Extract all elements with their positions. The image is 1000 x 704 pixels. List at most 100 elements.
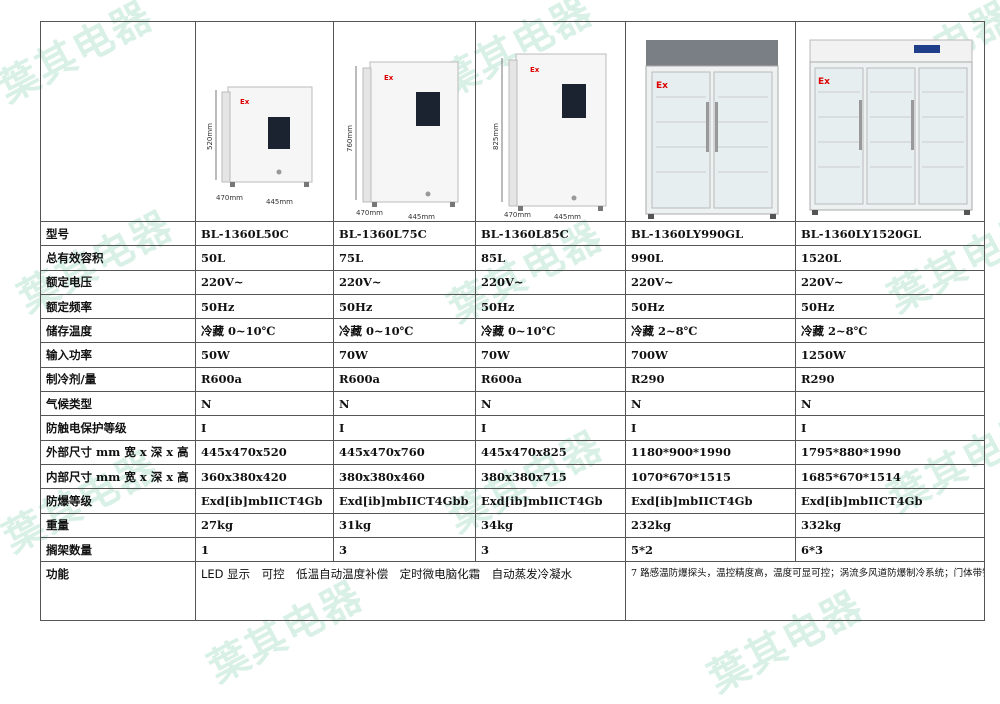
row-label: 重量 xyxy=(40,512,196,538)
product-image-990l: Ex xyxy=(645,40,779,219)
function-large-units: 7 路感温防爆探头，温控精度高，温度可显可控；涡流多风道防爆制冷系统；门体带锁；… xyxy=(625,561,985,622)
spec-value-cell: I xyxy=(333,415,476,441)
dim-height-label: 520mm xyxy=(206,123,214,150)
row-label: 制冷剂/量 xyxy=(40,366,196,393)
dim-height-label: 760mm xyxy=(346,125,354,152)
dim-depth-label: 470mm xyxy=(356,209,383,217)
spec-value-cell: I xyxy=(795,415,985,441)
spec-value-cell: R600a xyxy=(333,366,476,393)
spec-value-cell: 50Hz xyxy=(475,293,626,320)
spec-value-cell: 220V~ xyxy=(475,269,626,295)
row-label: 内部尺寸 mm 宽 x 深 x 高 xyxy=(40,463,196,490)
spec-value-cell: 445x470x825 xyxy=(475,439,626,465)
ex-mark: Ex xyxy=(384,74,394,82)
spec-value-cell: 27kg xyxy=(195,512,334,538)
spec-value-cell: 50Hz xyxy=(795,293,985,320)
spec-value-cell: 700W xyxy=(625,342,796,368)
spec-value-cell: N xyxy=(195,391,334,417)
spec-value-cell: R600a xyxy=(475,366,626,393)
empty-corner-cell xyxy=(40,21,196,222)
spec-value-cell: 冷藏 2~8℃ xyxy=(625,318,796,344)
spec-value-cell: 1795*880*1990 xyxy=(795,439,985,465)
dim-depth-label: 470mm xyxy=(504,211,531,219)
row-label: 外部尺寸 mm 宽 x 深 x 高 xyxy=(40,439,196,465)
spec-value-cell: N xyxy=(625,391,796,417)
spec-value-cell: I xyxy=(475,415,626,441)
row-label: 搁架数量 xyxy=(40,536,196,563)
fridge-illustration xyxy=(221,86,313,187)
spec-value-cell: BL-1360L50C xyxy=(195,220,334,247)
spec-value-cell: I xyxy=(625,415,796,441)
spec-value-cell: 冷藏 2~8℃ xyxy=(795,318,985,344)
product-image-cell: Ex xyxy=(625,21,796,222)
dim-width-label: 445mm xyxy=(408,213,435,221)
row-label: 防触电保护等级 xyxy=(40,415,196,441)
spec-value-cell: 1070*670*1515 xyxy=(625,463,796,490)
spec-value-cell: BL-1360LY990GL xyxy=(625,220,796,247)
row-label: 额定电压 xyxy=(40,269,196,295)
spec-value-cell: 380x380x460 xyxy=(333,463,476,490)
spec-value-cell: I xyxy=(195,415,334,441)
product-image-75l: Ex 760mm 470mm 445mm xyxy=(346,61,459,221)
spec-value-cell: N xyxy=(475,391,626,417)
spec-value-cell: N xyxy=(795,391,985,417)
fridge-illustration xyxy=(362,61,459,207)
spec-value-cell: 75L xyxy=(333,245,476,271)
spec-value-cell: 220V~ xyxy=(195,269,334,295)
spec-value-cell: 220V~ xyxy=(795,269,985,295)
row-label: 防爆等级 xyxy=(40,488,196,514)
spec-value-cell: 50W xyxy=(195,342,334,368)
spec-value-cell: 332kg xyxy=(795,512,985,538)
spec-value-cell: 冷藏 0~10℃ xyxy=(195,318,334,344)
spec-value-cell: Exd[ib]mbIICT4Gb xyxy=(195,488,334,514)
spec-value-cell: 1520L xyxy=(795,245,985,271)
spec-value-cell: 1180*900*1990 xyxy=(625,439,796,465)
spec-value-cell: 3 xyxy=(333,536,476,563)
spec-value-cell: 380x380x715 xyxy=(475,463,626,490)
spec-value-cell: BL-1360L85C xyxy=(475,220,626,247)
spec-value-cell: 1685*670*1514 xyxy=(795,463,985,490)
spec-value-cell: Exd[ib]mbIICT4Gbb xyxy=(333,488,476,514)
product-image-cell: Ex xyxy=(795,21,985,222)
spec-value-cell: 34kg xyxy=(475,512,626,538)
row-label: 储存温度 xyxy=(40,318,196,344)
spec-value-cell: R600a xyxy=(195,366,334,393)
function-small-units: LED 显示 可控 低温自动温度补偿 定时微电脑化霜 自动蒸发冷凝水 xyxy=(195,561,626,622)
spec-value-cell: 3 xyxy=(475,536,626,563)
product-image-85l: Ex 825mm 470mm 445mm xyxy=(492,53,607,221)
ex-mark: Ex xyxy=(240,98,250,106)
spec-value-cell: 360x380x420 xyxy=(195,463,334,490)
spec-value-cell: 70W xyxy=(475,342,626,368)
spec-value-cell: R290 xyxy=(625,366,796,393)
row-label: 功能 xyxy=(40,561,196,622)
product-image-cell: Ex 520mm 470mm 445mm xyxy=(195,21,334,222)
ex-mark: Ex xyxy=(818,77,830,87)
spec-value-cell: 50L xyxy=(195,245,334,271)
spec-value-cell: 冷藏 0~10℃ xyxy=(475,318,626,344)
spec-value-cell: 5*2 xyxy=(625,536,796,563)
spec-value-cell: 445x470x760 xyxy=(333,439,476,465)
spec-value-cell: 50Hz xyxy=(195,293,334,320)
spec-value-cell: R290 xyxy=(795,366,985,393)
function-row: 功能 LED 显示 可控 低温自动温度补偿 定时微电脑化霜 自动蒸发冷凝水 7 … xyxy=(40,561,985,622)
dim-height-label: 825mm xyxy=(492,123,500,150)
spec-value-cell: 50Hz xyxy=(333,293,476,320)
ex-mark: Ex xyxy=(530,66,540,74)
spec-value-cell: 31kg xyxy=(333,512,476,538)
product-image-50l: Ex 520mm 470mm 445mm xyxy=(206,86,313,206)
spec-value-cell: 85L xyxy=(475,245,626,271)
product-image-1520l: Ex xyxy=(809,39,973,215)
spec-value-cell: 6*3 xyxy=(795,536,985,563)
spec-value-cell: 50Hz xyxy=(625,293,796,320)
spec-value-cell: Exd[ib]mbIICT4Gb xyxy=(475,488,626,514)
